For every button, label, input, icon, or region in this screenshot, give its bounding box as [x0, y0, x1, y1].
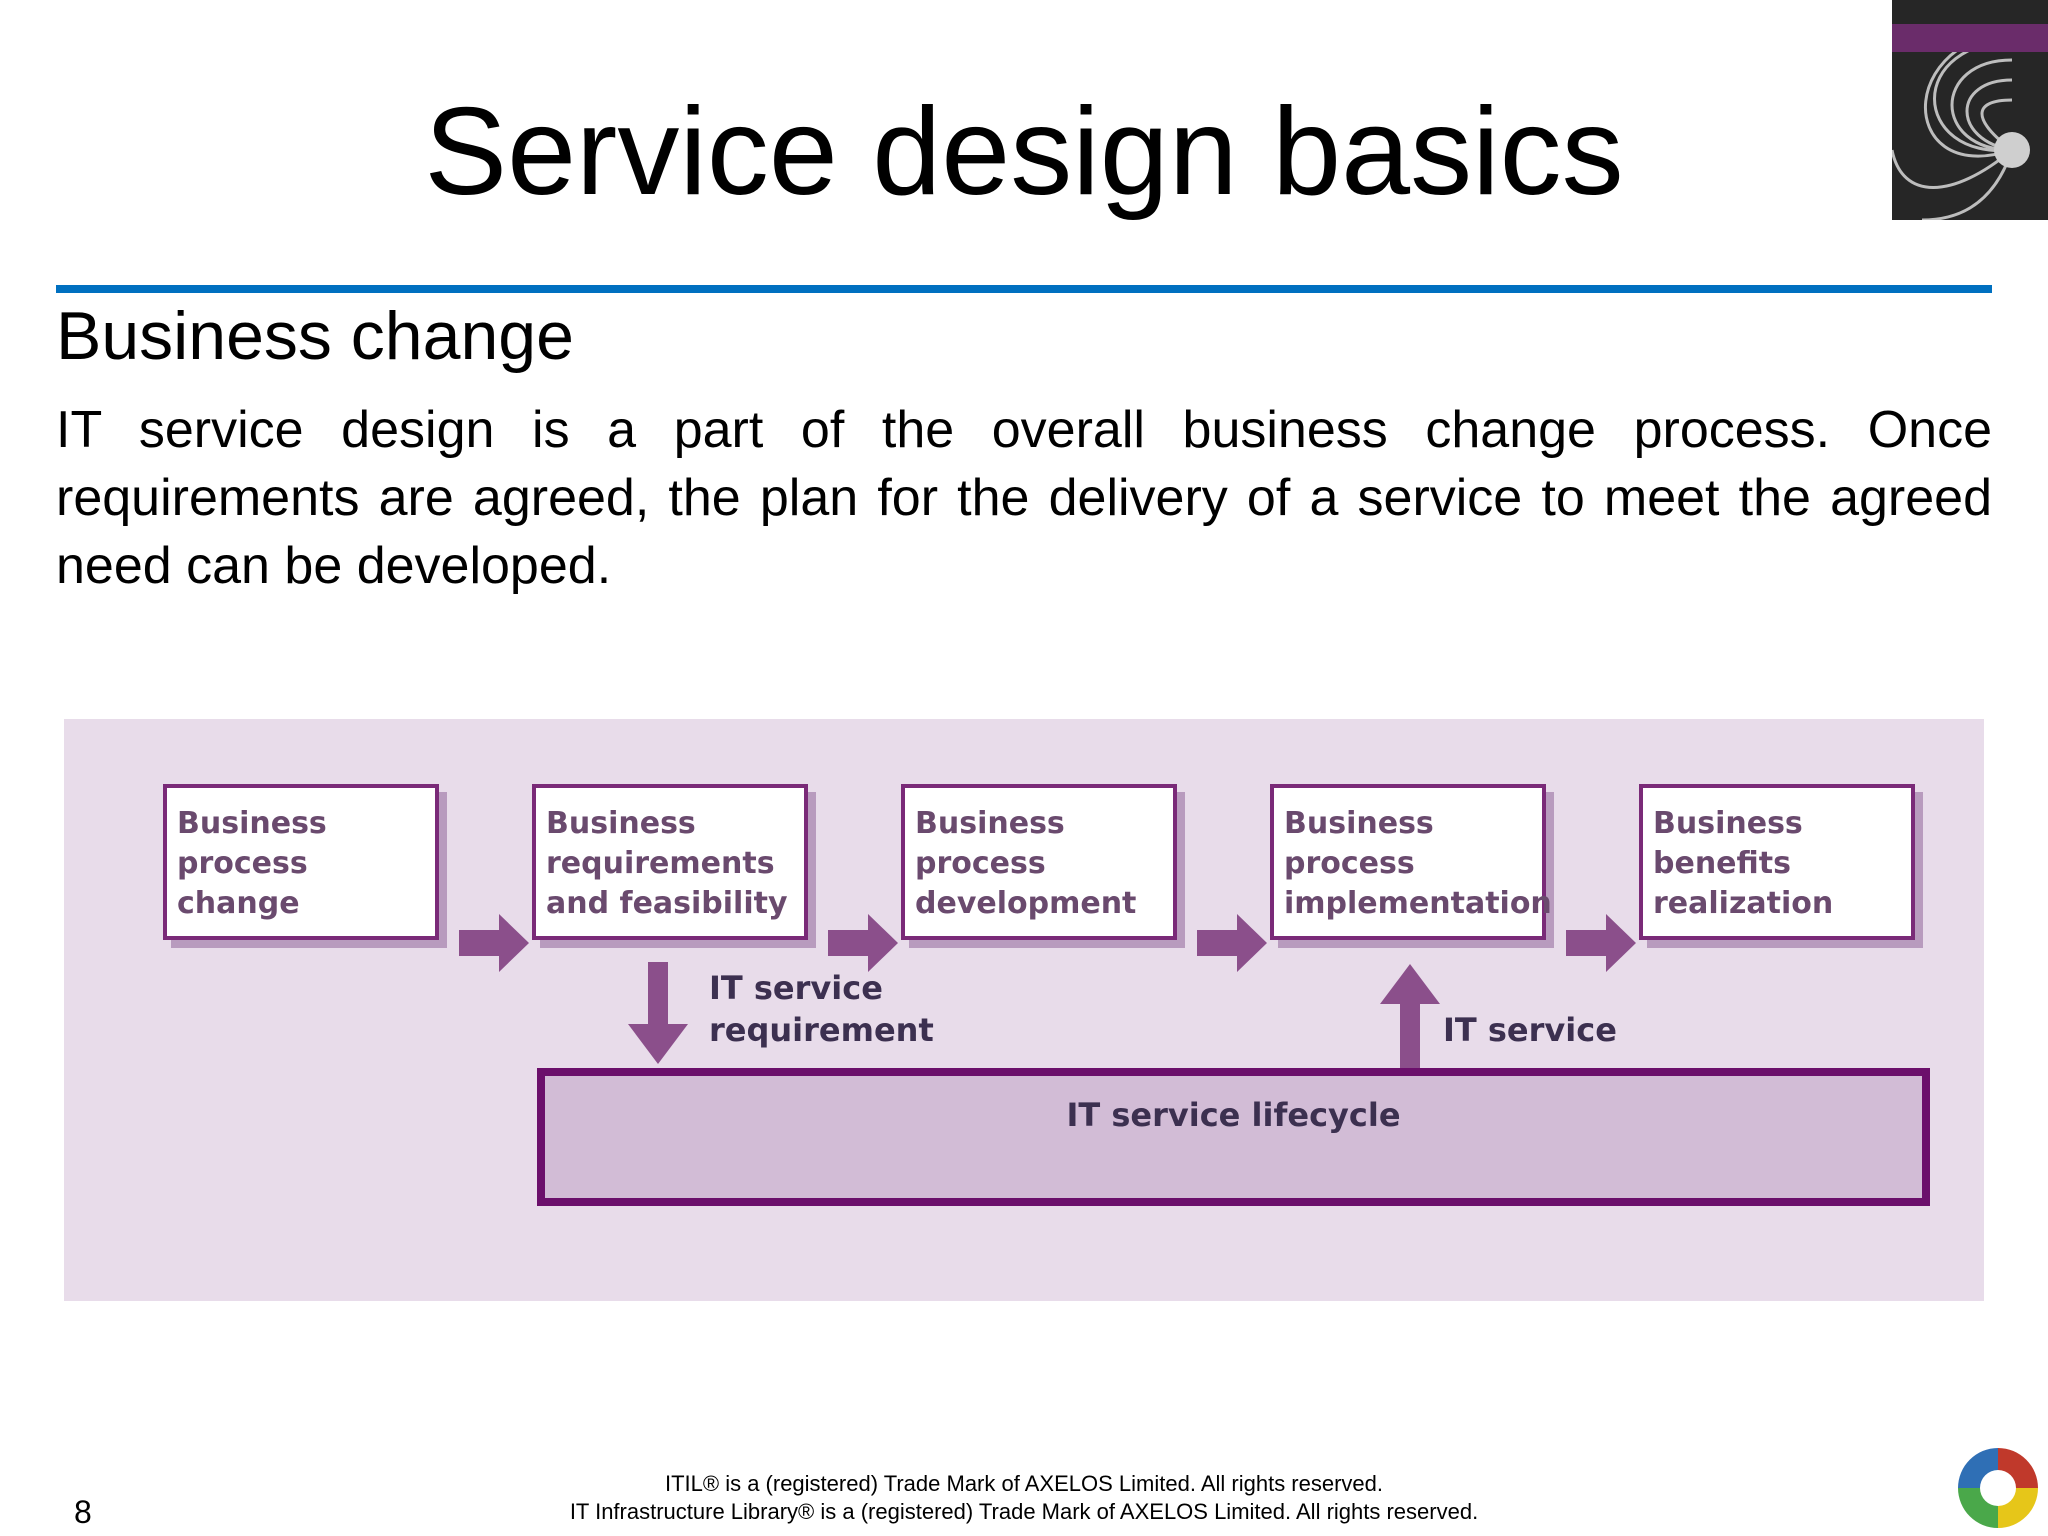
box-business-requirements: Business requirements and feasibility — [532, 784, 808, 940]
divider-rule — [56, 285, 1992, 293]
label-it-service: IT service — [1443, 1011, 1617, 1049]
box-business-process-implementation: Business process implementation — [1270, 784, 1552, 940]
arrow-right-3 — [1197, 914, 1267, 972]
arrow-right-1 — [459, 914, 529, 972]
business-change-diagram: Business process change Business require… — [64, 719, 1984, 1301]
box-line: requirements — [546, 846, 775, 881]
box-line: change — [177, 886, 300, 921]
box-line: Business — [915, 806, 1065, 841]
box-line: realization — [1653, 886, 1834, 921]
footer-line: ITIL® is a (registered) Trade Mark of AX… — [664, 1471, 1384, 1496]
box-business-process-development: Business process development — [901, 784, 1177, 940]
box-line: process — [177, 846, 308, 881]
arrow-down-requirement — [628, 962, 688, 1064]
box-line: and feasibility — [546, 886, 788, 921]
section-heading: Business change — [56, 298, 574, 374]
label-line: requirement — [709, 1011, 934, 1049]
body-paragraph: IT service design is a part of the overa… — [56, 401, 1992, 595]
page-number: 8 — [74, 1494, 92, 1530]
box-line: process — [1284, 846, 1415, 881]
box-line: Business — [1653, 806, 1803, 841]
box-business-benefits-realization: Business benefits realization — [1639, 784, 1915, 940]
label-it-service-requirement: IT service requirement — [709, 967, 934, 1051]
pdca-cycle-icon — [1958, 1448, 2038, 1528]
box-line: development — [915, 886, 1137, 921]
box-line: Business — [1284, 806, 1434, 841]
slide-title: Service design basics — [424, 83, 1624, 221]
box-business-process-change: Business process change — [163, 784, 439, 940]
box-line: process — [915, 846, 1046, 881]
arrow-up-service — [1380, 964, 1440, 1068]
box-line: implementation — [1284, 886, 1552, 921]
label-line: IT service — [709, 969, 883, 1007]
arrow-right-4 — [1566, 914, 1636, 972]
it-service-lifecycle-box: IT service lifecycle — [537, 1068, 1930, 1206]
book-cover-thumbnail — [1892, 0, 2048, 220]
box-line: benefits — [1653, 846, 1791, 881]
box-line: Business — [546, 806, 696, 841]
trademark-footer: ITIL® is a (registered) Trade Mark of AX… — [0, 1470, 2048, 1526]
box-line: Business — [177, 806, 327, 841]
arrow-right-2 — [828, 914, 898, 972]
lifecycle-label: IT service lifecycle — [1066, 1096, 1401, 1134]
cover-band — [1892, 24, 2048, 52]
footer-line: IT Infrastructure Library® is a (registe… — [569, 1499, 1479, 1524]
